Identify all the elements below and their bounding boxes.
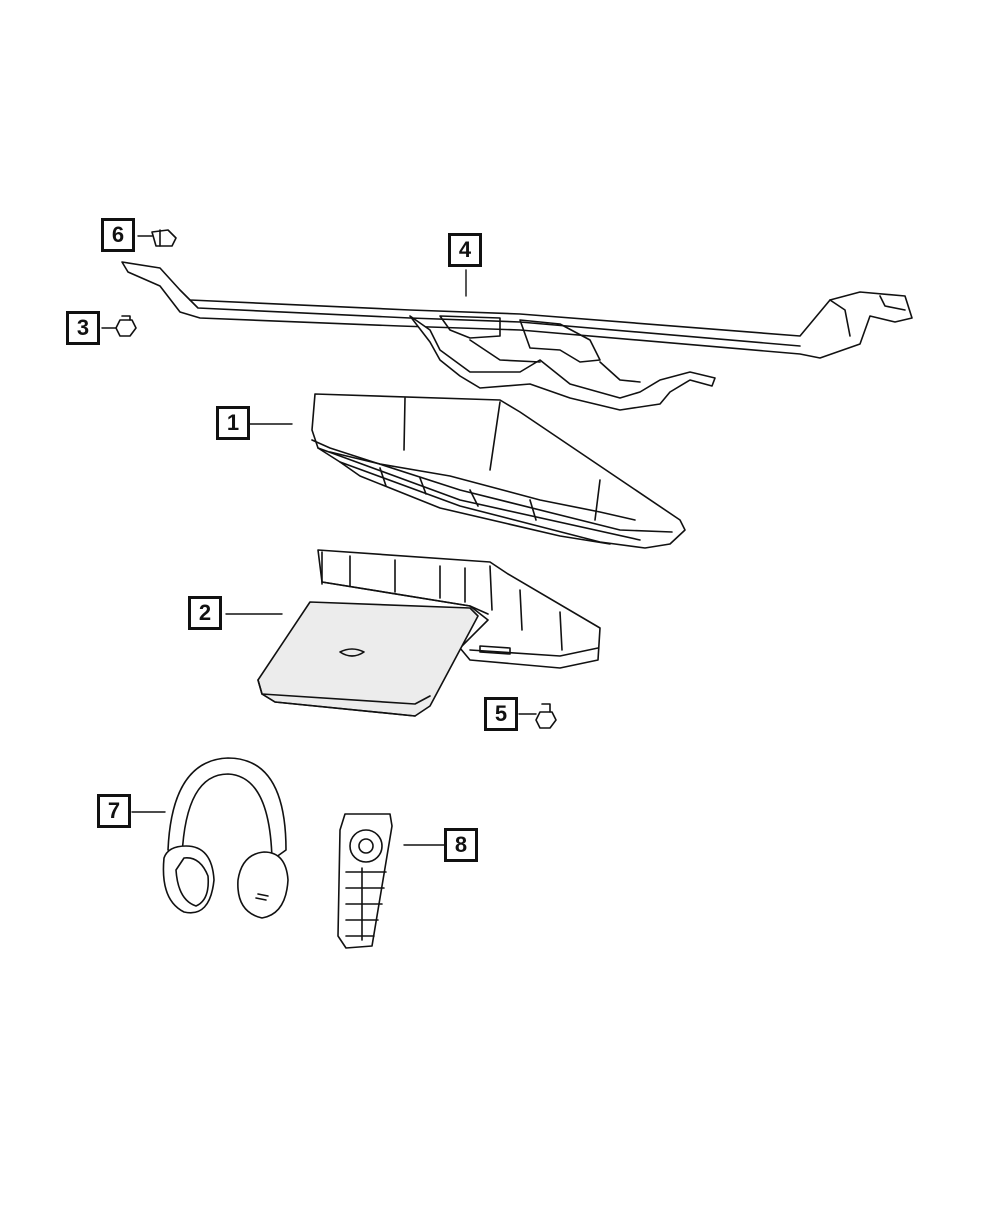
callout-4: 4 [448,233,482,267]
headphones-part [162,757,289,919]
callout-6: 6 [101,218,135,252]
callout-7: 7 [97,794,131,828]
leader-lines [101,235,537,846]
bolt-3-part [115,315,137,337]
callout-2: 2 [188,596,222,630]
video-screen-part [257,549,601,717]
bolt-5-part [535,703,557,729]
crossmember-bracket-part [121,261,913,411]
callout-8: 8 [444,828,478,862]
callout-3: 3 [66,311,100,345]
console-housing-part [311,393,686,549]
callout-5: 5 [484,697,518,731]
remote-control-part [337,813,393,949]
clip-6-part [151,229,177,247]
callout-1: 1 [216,406,250,440]
